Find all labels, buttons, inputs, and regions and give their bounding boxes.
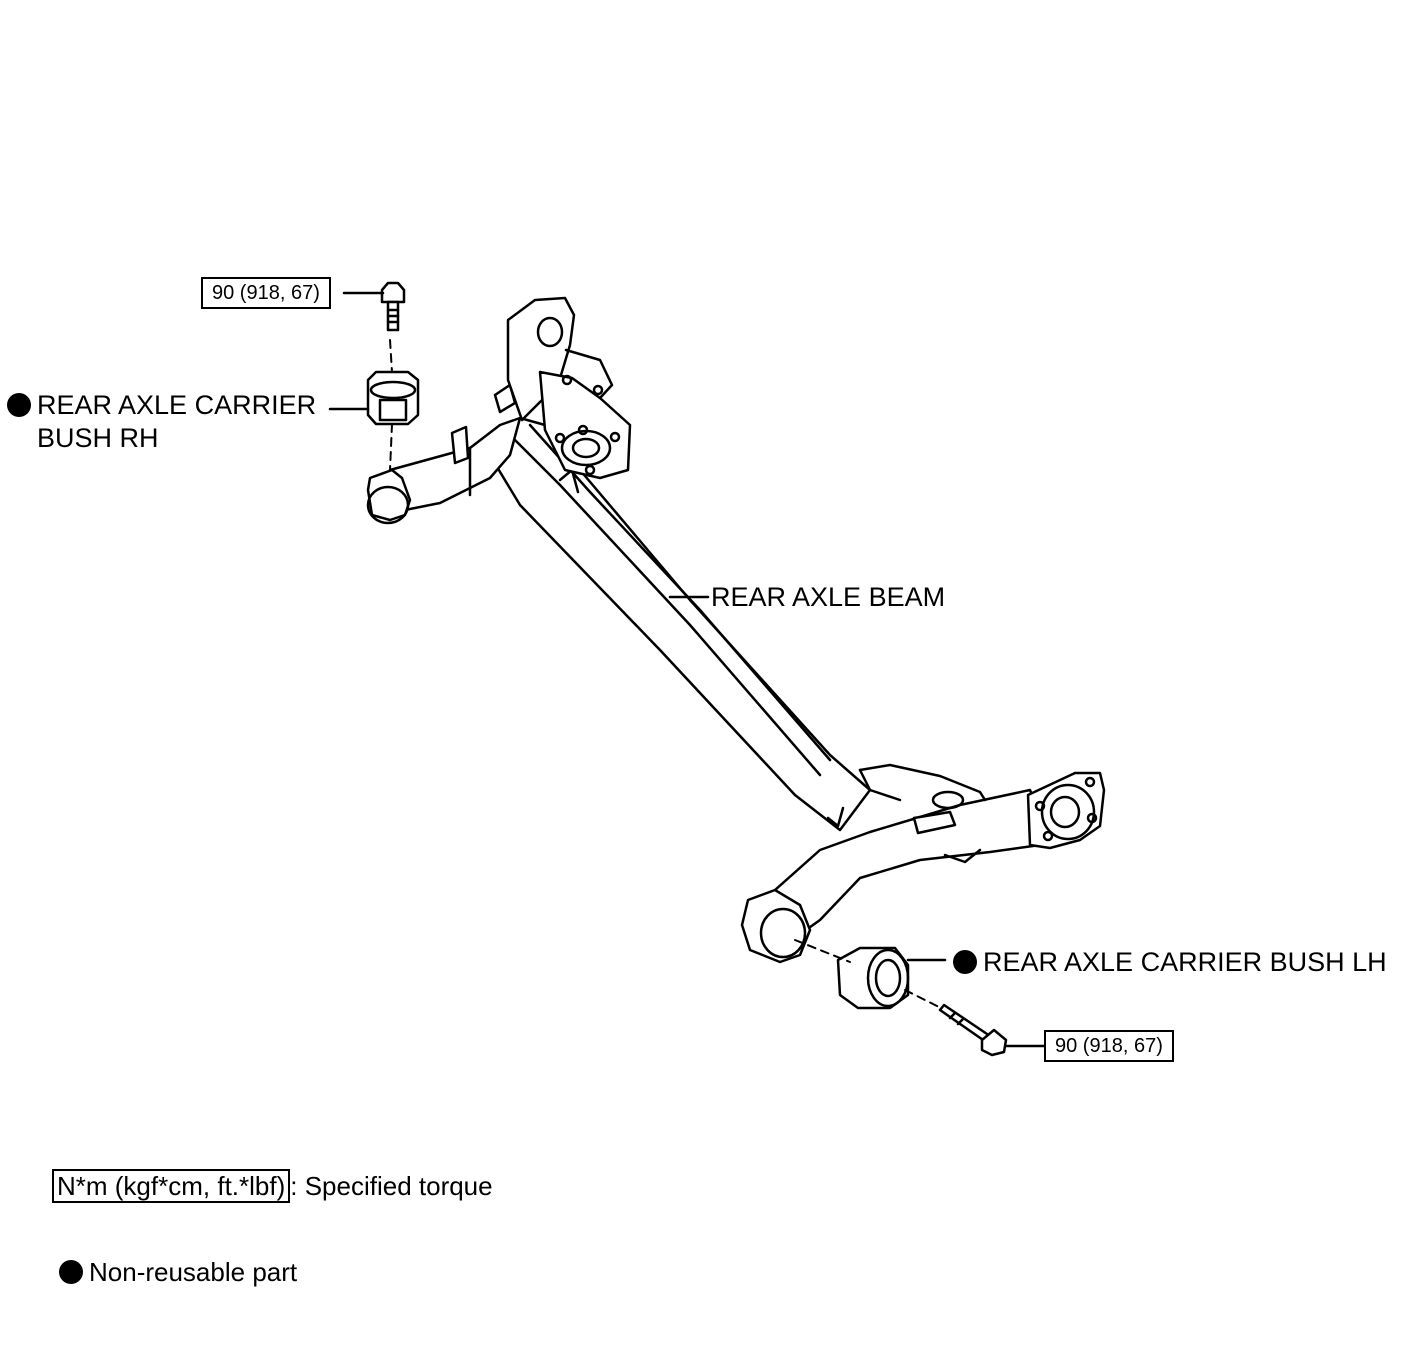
- bolt-rh: [380, 281, 406, 332]
- torque-value-lh: 90 (918, 67): [1055, 1035, 1163, 1057]
- label-bush-rh-line1: REAR AXLE CARRIER: [37, 390, 317, 420]
- spindle-flange-lh: [931, 771, 1106, 850]
- label-beam-text: REAR AXLE BEAM: [711, 582, 946, 612]
- legend-non-reusable: Non-reusable part: [59, 1256, 297, 1288]
- torque-value-rh: 90 (918, 67): [212, 282, 320, 304]
- spindle-bracket-rh: [506, 296, 632, 480]
- rear-axle-beam: [486, 416, 872, 832]
- arm-boss-rh: [366, 468, 412, 525]
- label-beam: REAR AXLE BEAM: [711, 581, 945, 614]
- non-reusable-icon: [59, 1260, 83, 1284]
- rear-axle-arm-rh: [388, 383, 522, 512]
- carrier-bush-lh: [836, 946, 910, 1010]
- legend-non-reusable-desc: Non-reusable part: [89, 1257, 298, 1287]
- non-reusable-icon: [7, 393, 31, 417]
- carrier-bush-rh: [366, 370, 420, 426]
- torque-spec-lh: 90 (918, 67): [1044, 1030, 1174, 1062]
- legend-torque-unit: N*m (kgf*cm, ft.*lbf): [52, 1169, 291, 1203]
- legend-torque-desc: : Specified torque: [290, 1171, 493, 1201]
- arm-boss-lh: [740, 888, 812, 964]
- leader-lines: [328, 291, 1048, 1048]
- legend-torque: N*m (kgf*cm, ft.*lbf): Specified torque: [52, 1169, 493, 1203]
- torque-spec-rh: 90 (918, 67): [201, 277, 331, 309]
- label-bush-rh: REAR AXLE CARRIER BUSH RH: [7, 389, 316, 455]
- assembly-lines: [389, 339, 946, 1011]
- label-bush-rh-line2: BUSH RH: [37, 423, 159, 453]
- non-reusable-icon: [953, 950, 977, 974]
- label-bush-lh: REAR AXLE CARRIER BUSH LH: [953, 946, 1387, 979]
- label-bush-lh-text: REAR AXLE CARRIER BUSH LH: [983, 947, 1387, 977]
- bolt-lh: [938, 1003, 1008, 1057]
